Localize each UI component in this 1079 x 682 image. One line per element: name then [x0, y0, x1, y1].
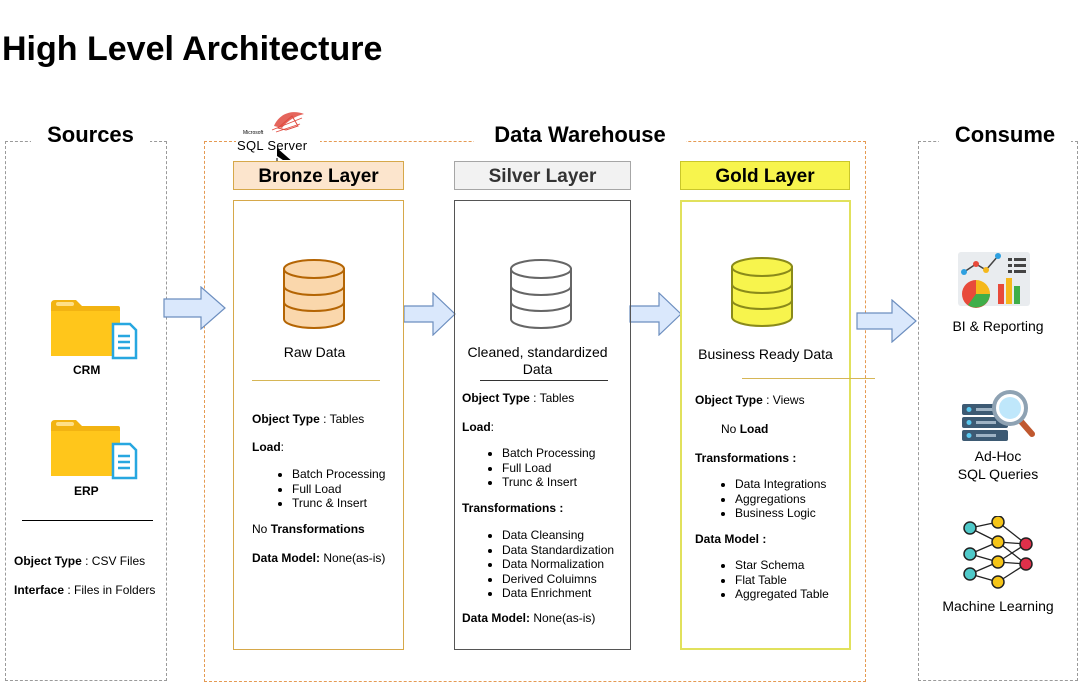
gold-transformations-label: Transformations : [695, 451, 797, 465]
silver-layer-box [454, 200, 631, 650]
list-item: Data Integrations [735, 477, 826, 492]
gold-data-model-list: Star Schema Flat Table Aggregated Table [717, 558, 829, 602]
database-icon [282, 258, 346, 335]
sources-panel [5, 141, 167, 681]
list-item: Batch Processing [292, 467, 385, 482]
silver-load-label: Load: [462, 420, 495, 434]
machine-learning-label: Machine Learning [942, 598, 1054, 614]
silver-transformations-label: Transformations : [462, 501, 564, 515]
gold-layer-box [680, 200, 851, 650]
gold-divider [742, 378, 875, 379]
list-item: Derived Coluimns [502, 572, 614, 587]
list-item: Full Load [292, 482, 385, 497]
sql-server-text: SQL Server [237, 138, 308, 153]
bronze-load-list: Batch Processing Full Load Trunc & Inser… [274, 467, 385, 511]
gold-object-type: Object Type : Views [695, 393, 805, 407]
bronze-divider [252, 380, 380, 381]
arrow-right-icon [856, 299, 917, 343]
list-item: Data Standardization [502, 543, 614, 558]
bronze-load-label: Load: [252, 440, 285, 454]
sql-server-small-text: Microsoft [243, 130, 264, 136]
bronze-layer-header: Bronze Layer [233, 161, 404, 190]
list-item: Data Cleansing [502, 528, 614, 543]
server-search-icon [960, 388, 1040, 449]
gold-data-model-label: Data Model : [695, 532, 767, 546]
silver-object-type: Object Type : Tables [462, 391, 575, 405]
sources-title: Sources [31, 122, 150, 148]
gold-no-load: No Load [721, 422, 769, 436]
erp-folder-icon [50, 418, 140, 482]
silver-divider [480, 380, 608, 381]
adhoc-label-line1: Ad-Hoc [974, 448, 1022, 464]
silver-layer-header: Silver Layer [454, 161, 631, 190]
silver-data-model: Data Model: None(as-is) [462, 611, 596, 625]
list-item: Trunc & Insert [502, 475, 595, 490]
list-item: Data Normalization [502, 557, 614, 572]
list-item: Flat Table [735, 573, 829, 588]
list-item: Batch Processing [502, 446, 595, 461]
list-item: Star Schema [735, 558, 829, 573]
consume-title: Consume [939, 122, 1071, 148]
chart-icon [958, 250, 1032, 315]
sources-object-type: Object Type : CSV Files [14, 554, 146, 568]
list-item: Aggregated Table [735, 587, 829, 602]
crm-folder-icon [50, 298, 140, 362]
arrow-right-icon [163, 286, 226, 330]
list-item: Data Enrichment [502, 586, 614, 601]
bronze-object-type: Object Type : Tables [252, 412, 365, 426]
gold-transformations-list: Data Integrations Aggregations Business … [717, 477, 826, 521]
gold-layer-header: Gold Layer [680, 161, 850, 190]
silver-transformations-list: Data Cleansing Data Standardization Data… [484, 528, 614, 601]
database-icon [730, 256, 794, 333]
adhoc-label-line2: SQL Queries [957, 466, 1039, 482]
database-icon [509, 258, 573, 335]
arrow-right-icon [403, 292, 456, 336]
silver-load-list: Batch Processing Full Load Trunc & Inser… [484, 446, 595, 490]
sql-server-logo: Microsoft SQL Server [236, 104, 320, 184]
list-item: Aggregations [735, 492, 826, 507]
sources-interface: Interface : Files in Folders [14, 583, 156, 597]
bi-reporting-label: BI & Reporting [952, 318, 1044, 334]
bronze-data-model: Data Model: None(as-is) [252, 551, 386, 565]
bronze-layer-box [233, 200, 404, 650]
gold-caption: Business Ready Data [698, 346, 833, 362]
erp-label: ERP [74, 484, 99, 498]
list-item: Full Load [502, 461, 595, 476]
arrow-right-icon [629, 292, 682, 336]
data-warehouse-title: Data Warehouse [474, 122, 686, 148]
bronze-no-transformations: No Transformations [252, 522, 365, 536]
neural-network-icon [958, 515, 1038, 597]
bronze-caption: Raw Data [283, 344, 346, 360]
list-item: Business Logic [735, 506, 826, 521]
silver-caption: Cleaned, standardized Data [467, 344, 608, 377]
sources-divider [22, 520, 153, 521]
crm-label: CRM [73, 363, 101, 377]
list-item: Trunc & Insert [292, 496, 385, 511]
page-title: High Level Architecture [2, 30, 383, 68]
